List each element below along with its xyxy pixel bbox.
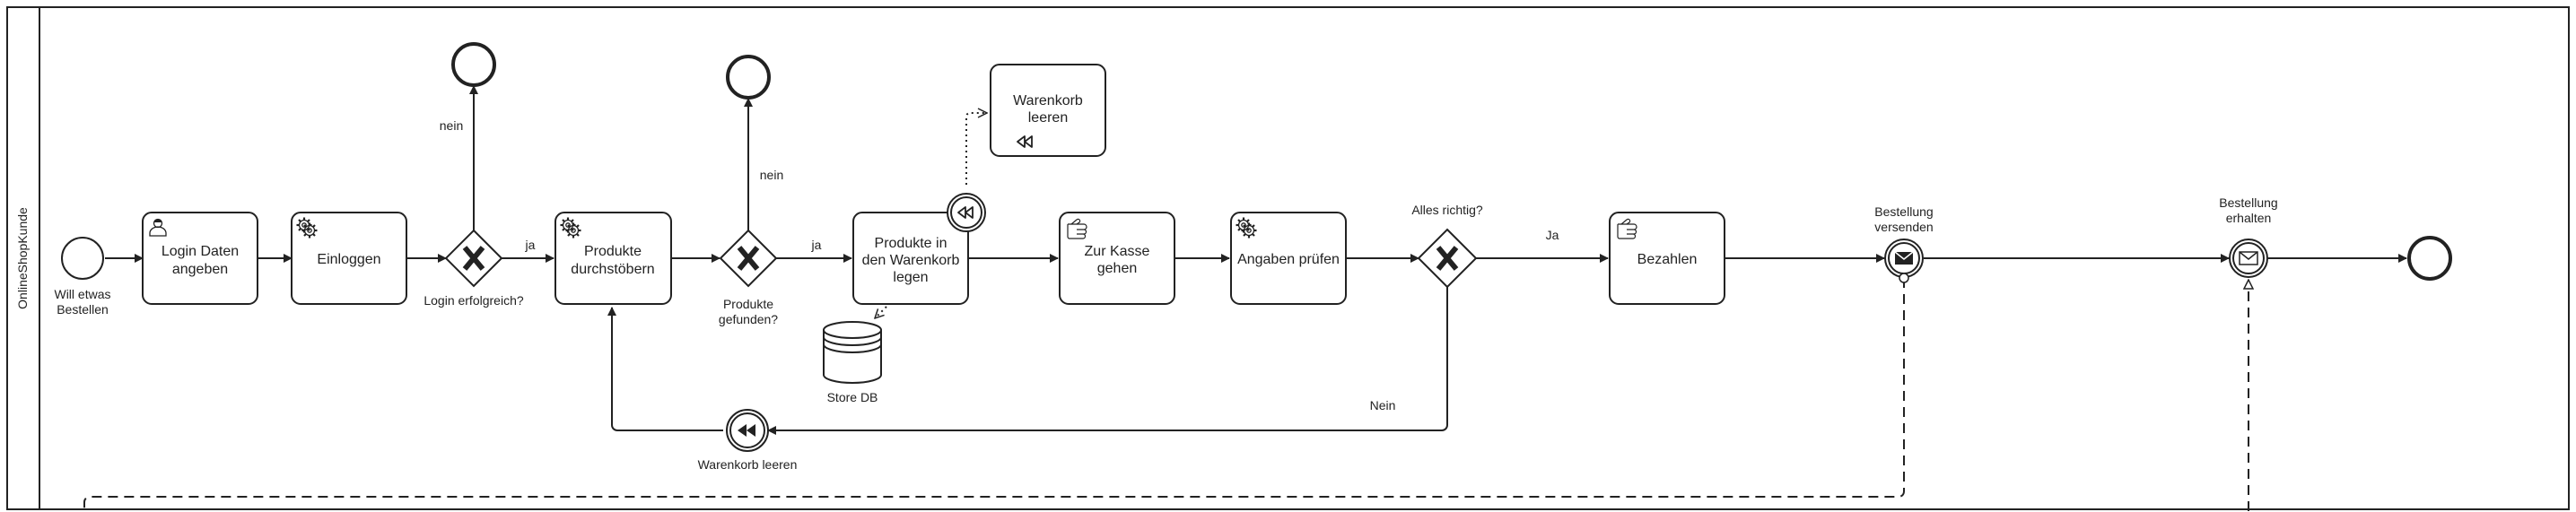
gateway-login-nein: nein <box>440 118 463 133</box>
task-warenkorb-leeren-compensation[interactable]: Warenkorb leeren <box>990 64 1106 157</box>
event-warenkorb-leeren-label: Warenkorb leeren <box>698 457 798 472</box>
event-erhalten-line2: erhalten <box>2226 211 2272 225</box>
task-bezahlen[interactable]: Bezahlen <box>1609 212 1725 305</box>
gateway-richtig-label: Alles richtig? <box>1411 203 1483 217</box>
end-event-no-products[interactable] <box>726 55 771 100</box>
data-store-label: Store DB <box>827 390 878 404</box>
compensation-association <box>965 113 987 185</box>
envelope-filled-icon <box>1894 251 1914 265</box>
gateway-richtig-nein: Nein <box>1370 398 1396 412</box>
task-einloggen-label: Einloggen <box>317 252 380 267</box>
task-login-daten-line1: Login Daten <box>162 244 239 259</box>
gateway-produkte-ja: ja <box>811 238 822 252</box>
task-warenkorb-line3: legen <box>893 270 928 285</box>
rewind-filled-icon <box>738 424 755 437</box>
task-bezahlen-label: Bezahlen <box>1637 252 1698 267</box>
task-pruefen-label: Angaben prüfen <box>1237 252 1340 267</box>
event-warenkorb-leeren[interactable] <box>726 409 769 452</box>
message-flows <box>83 278 2249 511</box>
associations <box>875 113 987 318</box>
start-event[interactable] <box>61 237 104 280</box>
start-event-label-line2: Bestellen <box>57 302 109 317</box>
task-kasse-line1: Zur Kasse <box>1085 244 1150 259</box>
flow-event-to-durchstoebern <box>607 307 723 431</box>
gateway-produkte-nein: nein <box>760 168 783 182</box>
task-einloggen[interactable]: Einloggen <box>291 212 407 305</box>
task-login-daten-line2: angeben <box>172 262 228 277</box>
compensation-marker-icon <box>1017 135 1033 148</box>
event-versenden-line1: Bestellung <box>1874 204 1933 219</box>
task-durchstoebern-line2: durchstöbern <box>571 262 654 277</box>
flow-gateway3-nein <box>767 287 1448 435</box>
gateway-login[interactable] <box>444 229 503 288</box>
rewind-icon <box>957 206 974 219</box>
end-event-login-failed[interactable] <box>451 42 496 87</box>
gateway-login-ja: ja <box>525 238 536 252</box>
gateway-produkte[interactable] <box>719 229 778 288</box>
sequence-flows <box>105 85 2407 435</box>
task-comp-line1: Warenkorb <box>1013 93 1083 108</box>
data-store[interactable] <box>823 321 882 384</box>
task-in-warenkorb[interactable]: Produkte in den Warenkorb legen <box>852 212 969 305</box>
task-durchstoebern-line1: Produkte <box>584 244 642 259</box>
event-versenden-line2: versenden <box>1874 220 1933 234</box>
task-warenkorb-line2: den Warenkorb <box>862 253 960 268</box>
event-bestellung-erhalten[interactable] <box>2229 239 2268 278</box>
task-login-daten[interactable]: Login Daten angeben <box>142 212 258 305</box>
gateway-produkte-line1: Produkte <box>723 297 773 311</box>
x-icon <box>462 246 485 271</box>
gateway-login-label: Login erfolgreich? <box>424 293 524 308</box>
x-icon <box>1436 246 1459 271</box>
task-angaben-pruefen[interactable]: Angaben prüfen <box>1230 212 1347 305</box>
envelope-icon <box>2239 251 2258 265</box>
event-erhalten-line1: Bestellung <box>2219 195 2277 210</box>
task-zur-kasse[interactable]: Zur Kasse gehen <box>1059 212 1175 305</box>
pool-label: OnlineShopKunde <box>15 207 30 309</box>
start-event-label-line1: Will etwas <box>54 287 110 301</box>
task-comp-line2: leeren <box>1028 110 1068 126</box>
x-icon <box>737 246 760 271</box>
gateway-produkte-line2: gefunden? <box>719 312 778 326</box>
task-produkte-durchstoebern[interactable]: Produkte durchstöbern <box>554 212 672 305</box>
gateway-richtig-ja: Ja <box>1546 228 1559 242</box>
boundary-compensation-event[interactable] <box>947 193 986 232</box>
end-event-final[interactable] <box>2407 236 2452 281</box>
message-flow-out <box>83 278 1905 511</box>
event-bestellung-versenden[interactable] <box>1884 239 1924 283</box>
task-kasse-line2: gehen <box>1097 261 1138 276</box>
gateway-richtig[interactable] <box>1417 228 1478 289</box>
task-warenkorb-line1: Produkte in <box>875 236 947 251</box>
